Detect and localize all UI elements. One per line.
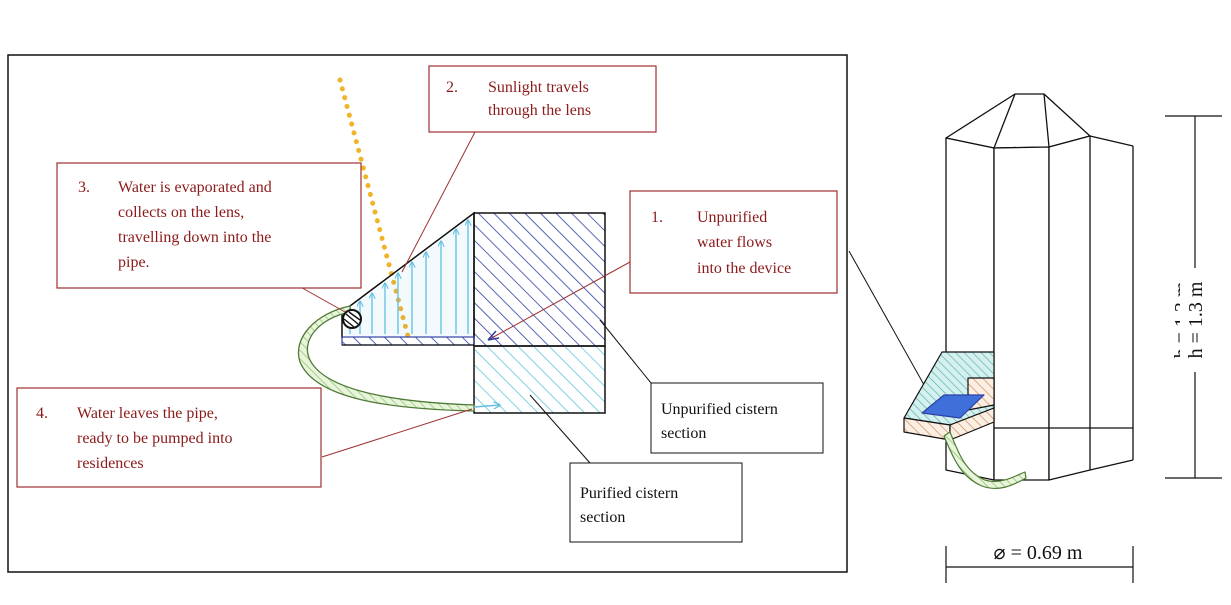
callout-step2-number: 2. xyxy=(446,79,458,96)
detail-connector xyxy=(848,250,929,393)
callout-step1-line1: Unpurified xyxy=(697,209,767,226)
sunlight-ray xyxy=(337,77,412,343)
purified-cistern-section xyxy=(473,345,606,414)
leader-step4 xyxy=(321,408,473,458)
label-purified-line2: section xyxy=(580,509,625,526)
callout-step4: 4. Water leaves the pipe, ready to be pu… xyxy=(16,387,322,488)
height-label-visible: h = 1.3 m xyxy=(1185,281,1207,358)
label-purified-line1: Purified cistern xyxy=(580,485,678,502)
callout-step3-line1: Water is evaporated and xyxy=(118,179,272,196)
callout-step3-line2: collects on the lens, xyxy=(118,204,244,221)
callout-step1-line2: water flows xyxy=(697,234,772,251)
callout-step2: 2. Sunlight travels through the lens xyxy=(428,65,657,133)
diameter-label: ⌀ = 0.69 m xyxy=(994,542,1083,564)
callout-step1-number: 1. xyxy=(651,209,663,226)
label-purified-cistern: Purified cistern section xyxy=(569,462,743,543)
callout-step3: 3. Water is evaporated and collects on t… xyxy=(56,162,362,289)
evaporation-arrows xyxy=(350,220,468,334)
callout-step4-line2: ready to be pumped into xyxy=(77,430,233,447)
callout-step4-line1: Water leaves the pipe, xyxy=(77,405,218,422)
hopper-pipe xyxy=(943,431,1027,490)
lens-chamber xyxy=(341,211,475,338)
leader-unpurified xyxy=(599,319,652,384)
leader-step2 xyxy=(401,131,476,273)
unpurified-cistern-section xyxy=(473,212,606,347)
callout-step1-line3: into the device xyxy=(697,260,791,277)
callout-step2-line2: through the lens xyxy=(488,102,591,119)
callout-step4-number: 4. xyxy=(36,405,48,422)
inflow-arrow xyxy=(487,261,631,341)
outflow-arrow xyxy=(473,405,500,407)
callout-step2-line1: Sunlight travels xyxy=(488,79,589,96)
label-unpurified-line2: section xyxy=(661,425,706,442)
callout-step3-number: 3. xyxy=(78,179,90,196)
outflow-pipe xyxy=(297,305,475,412)
label-unpurified-line1: Unpurified cistern xyxy=(661,401,778,418)
callout-step4-line3: residences xyxy=(77,455,144,472)
diameter-dimension xyxy=(945,546,1134,583)
label-unpurified-cistern: Unpurified cistern section xyxy=(650,382,824,454)
callout-step3-line3: travelling down into the xyxy=(118,229,271,246)
callout-step1: 1. Unpurified water flows into the devic… xyxy=(629,190,838,294)
hopper-3d xyxy=(903,351,1027,490)
leader-purified xyxy=(529,394,591,464)
callout-step3-line4: pipe. xyxy=(118,254,150,271)
unpurified-water-tray xyxy=(341,336,475,346)
